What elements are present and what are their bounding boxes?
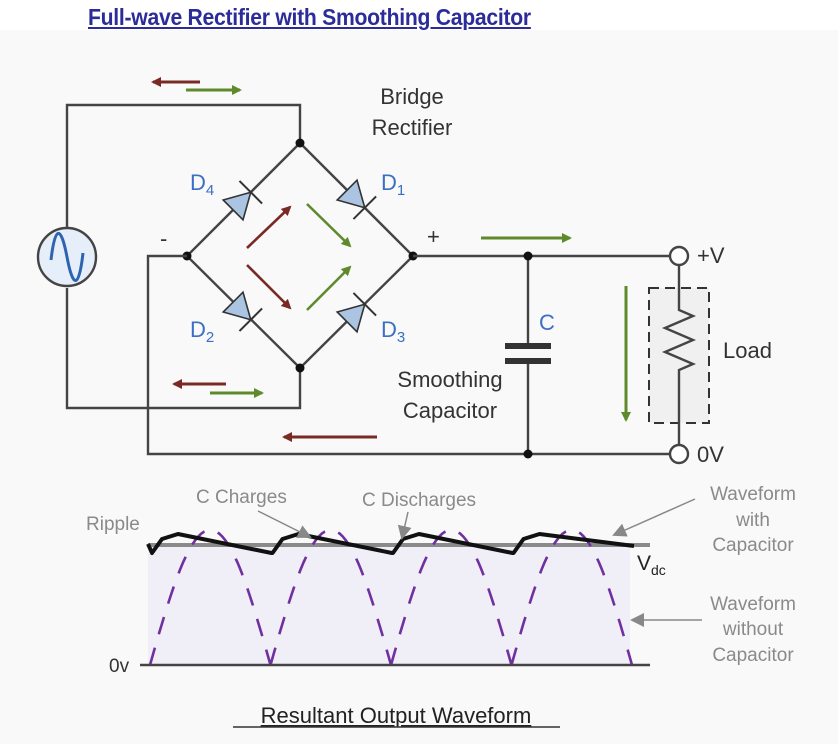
terminal-zero-icon: [668, 443, 690, 465]
waveform-with-capacitor: [146, 532, 635, 555]
vdc-label: Vdc: [637, 552, 666, 578]
negative-terminal-label: -: [160, 226, 167, 251]
waveform-plot: [140, 528, 650, 667]
half-cycle-dashed: [389, 528, 513, 666]
zero-volt-label: 0v: [109, 656, 130, 677]
node-top: [295, 138, 305, 148]
with-capacitor-pointer-icon: [612, 498, 696, 537]
capacitor-label-line2: Capacitor: [403, 398, 497, 423]
with-capacitor-label-line2: with: [735, 510, 770, 531]
capacitor-icon: [505, 343, 551, 364]
ac-sine-source-icon: [36, 226, 98, 288]
ripple-label: Ripple: [86, 514, 140, 535]
capacitor-label-line1: Smoothing: [397, 367, 502, 392]
with-capacitor-label-line1: Waveform: [710, 484, 796, 505]
c-discharges-label: C Discharges: [362, 490, 476, 511]
diode-label-d2: D2: [190, 317, 214, 346]
diode-d2-icon: [221, 290, 263, 332]
half-cycle-dashed: [269, 528, 393, 666]
diode-d4-icon: [221, 180, 263, 222]
without-capacitor-label-line3: Capacitor: [712, 645, 794, 666]
with-capacitor-label-line3: Capacitor: [712, 535, 794, 556]
arrow-red-up-icon: [246, 205, 292, 249]
load-label: Load: [723, 338, 772, 363]
node-bottom: [295, 363, 305, 373]
arrow-green-up-icon: [306, 265, 352, 311]
half-cycle-dashed: [148, 528, 272, 666]
diode-d1-icon: [335, 178, 377, 220]
waveform-background: [148, 545, 630, 665]
c-discharges-pointer-icon: [397, 511, 412, 540]
load-resistor: [648, 245, 710, 465]
bridge-label-line2: Rectifier: [372, 115, 453, 140]
without-capacitor-label-line2: without: [722, 619, 784, 640]
diode-label-d3: D3: [381, 317, 405, 346]
capacitor-symbol-label: C: [539, 310, 555, 335]
waveform-without-capacitor: [148, 528, 634, 666]
output-zero-label: 0V: [697, 442, 724, 467]
arrow-green-down-icon: [306, 203, 352, 248]
source-wires: [65, 103, 302, 410]
bridge-label-line1: Bridge: [380, 84, 444, 109]
diode-label-d4: D4: [190, 170, 214, 199]
terminal-positive-icon: [668, 245, 690, 267]
half-cycle-dashed: [510, 528, 634, 666]
diode-d3-icon: [335, 292, 377, 334]
page-title[interactable]: Full-wave Rectifier with Smoothing Capac…: [88, 4, 531, 30]
waveform-caption: Resultant Output Waveform: [261, 703, 532, 728]
positive-terminal-label: +: [427, 224, 440, 249]
arrow-red-down-icon: [246, 264, 292, 310]
header-background: [0, 0, 838, 30]
c-charges-pointer-icon: [257, 510, 312, 538]
without-capacitor-label-line1: Waveform: [710, 594, 796, 615]
output-wires: [146, 251, 669, 459]
bridge-current-arrows: [246, 203, 352, 311]
output-positive-label: +V: [697, 243, 725, 268]
c-charges-label: C Charges: [196, 487, 287, 508]
diode-label-d1: D1: [381, 170, 405, 199]
